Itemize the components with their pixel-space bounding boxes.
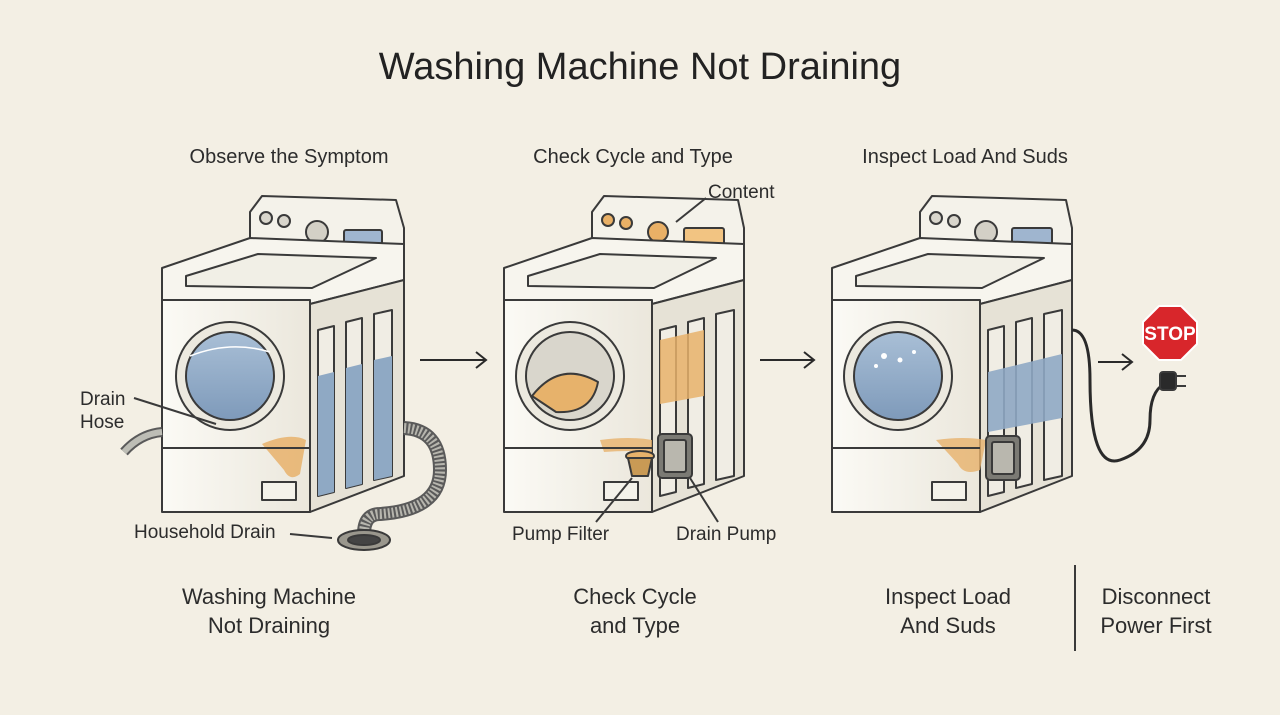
pump-filter-label: Pump Filter [512, 524, 610, 545]
stop-sign-icon: STOP [1142, 305, 1198, 361]
step-3-caption-line-2: And Suds [900, 613, 996, 638]
arrow-right-icon [1098, 353, 1134, 371]
step-1-heading: Observe the Symptom [189, 146, 389, 168]
power-plug-icon [1159, 371, 1177, 391]
drain-pump-label: Drain Pump [676, 524, 777, 545]
machine-2 [503, 195, 745, 523]
step-2-caption-line-1: Check Cycle [573, 584, 697, 609]
step-1-caption-line-2: Not Draining [207, 613, 331, 638]
page-title: Washing Machine Not Draining [378, 46, 902, 88]
step-2-caption-line-2: and Type [589, 613, 681, 638]
caption-divider [1074, 565, 1076, 651]
step-4-caption-line-1: Disconnect [1101, 584, 1211, 609]
drain-hose-label-line-2: Hose [80, 412, 125, 433]
drain-hose-label: Drain Hose [80, 388, 125, 434]
step-1-caption-line-1: Washing Machine [181, 584, 357, 609]
step-1-caption: Washing Machine Not Draining [160, 582, 378, 640]
step-2-caption: Check Cycle and Type [545, 582, 725, 640]
machine-1 [120, 195, 447, 551]
content-label: Content [708, 182, 775, 203]
step-3-caption: Inspect Load And Suds [858, 582, 1038, 640]
arrow-right-icon [420, 351, 488, 369]
household-drain-label: Household Drain [134, 522, 276, 543]
arrow-right-icon [760, 351, 816, 369]
step-2-heading: Check Cycle and Type [533, 146, 733, 168]
machine-3 [831, 195, 1186, 513]
stop-sign-text: STOP [1144, 324, 1196, 345]
drain-hose-label-line-1: Drain [80, 389, 126, 410]
step-4-caption-line-2: Power First [1100, 613, 1212, 638]
step-4-caption: Disconnect Power First [1086, 582, 1226, 640]
step-3-heading: Inspect Load And Suds [862, 146, 1068, 168]
step-3-caption-line-1: Inspect Load [885, 584, 1011, 609]
